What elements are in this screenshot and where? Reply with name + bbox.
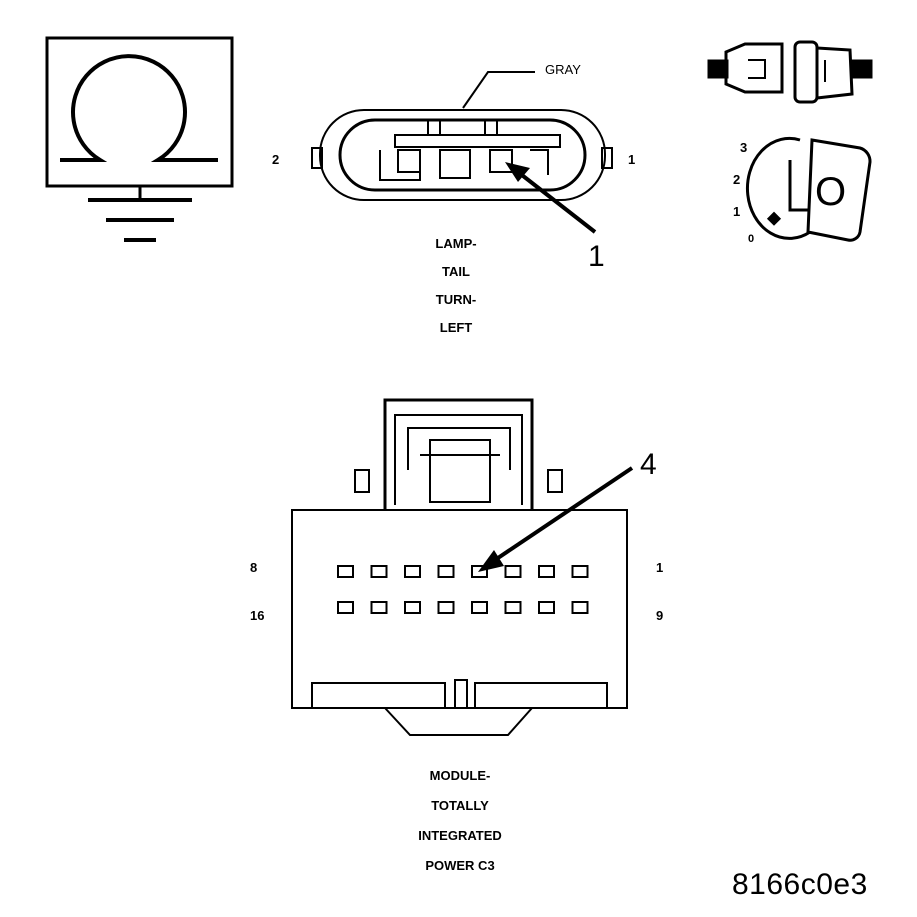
callout-arrow-4 [478,466,634,572]
ignition-position-0: 0 [748,233,755,245]
lamp-caption-line-4: LEFT [439,320,473,335]
callout-number-4: 4 [640,448,657,481]
pin-cavity [571,565,589,578]
module-pin-top-right-label: 1 [656,560,664,575]
pin-cavity [504,565,522,578]
pin-cavity [337,565,354,578]
ground-icon [88,186,192,242]
wire-color-label: GRAY [545,62,581,77]
ignition-position-1: 1 [733,204,741,219]
ignition-position-2: 2 [733,172,741,187]
module-caption-line-1: MODULE- [429,768,491,783]
ignition-position-3: 3 [740,140,748,155]
pin-cavity [504,601,522,614]
module-caption-line-3: INTEGRATED [418,828,502,843]
module-caption-line-2: TOTALLY [431,798,489,813]
lamp-pin-left-label: 2 [272,152,280,167]
pin-cavity [404,601,421,614]
lamp-caption-line-3: TURN- [435,292,477,307]
pin-cavity [471,565,488,578]
pin-cavity [437,601,455,614]
key-letter: O [815,170,847,214]
module-pin-bottom-right-label: 9 [656,608,664,623]
pin-cavity [538,601,555,614]
pin-cavity [404,565,421,578]
pin-cavity [337,601,354,614]
connector-disconnect-icon [707,40,873,104]
module-pin-bottom-left-label: 16 [250,608,265,623]
module-connector [291,398,628,736]
ohmmeter-symbol [45,36,234,188]
pin-cavities [337,565,589,614]
lamp-pin-right-label: 1 [628,152,636,167]
pin-cavity [437,565,455,578]
callout-number-1: 1 [588,240,605,273]
module-pin-top-left-label: 8 [250,560,258,575]
pin-cavity [471,601,488,614]
callout-arrow-1 [505,162,597,234]
lamp-caption-line-1: LAMP- [435,236,477,251]
module-caption-line-4: POWER C3 [425,858,495,873]
pin-cavity [370,565,388,578]
figure-id: 8166c0e3 [732,868,868,901]
lamp-connector [311,71,613,201]
pin-cavity [571,601,589,614]
lamp-caption-line-2: TAIL [442,264,470,279]
pin-cavity [370,601,388,614]
pin-cavity [538,565,555,578]
ignition-key-icon [745,136,872,242]
